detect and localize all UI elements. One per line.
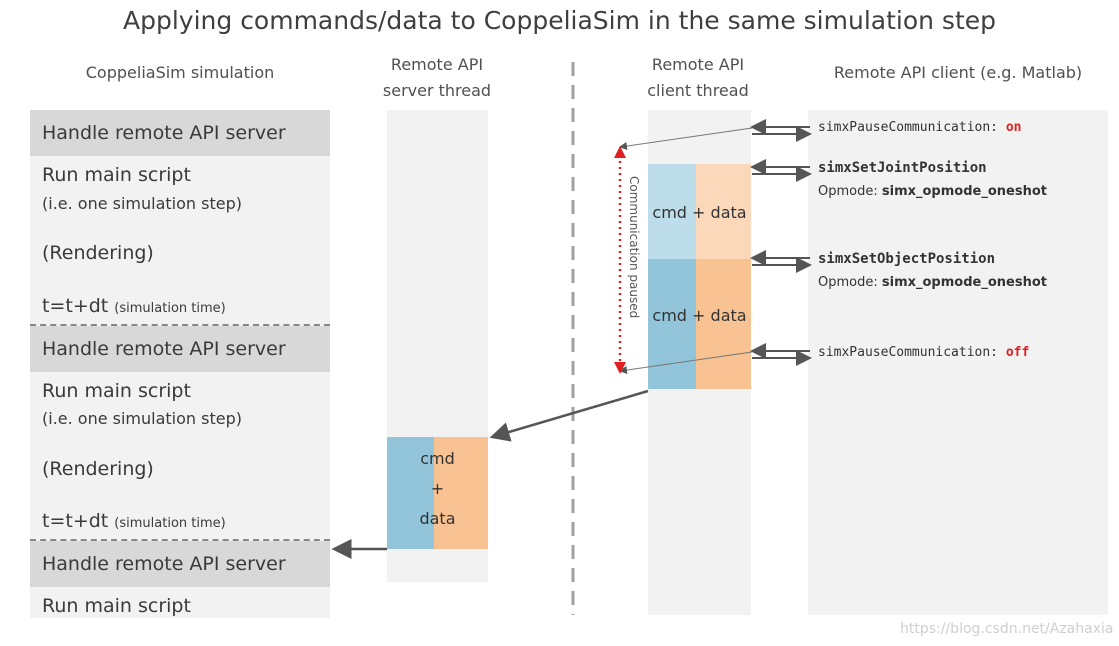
paused-arrow-up xyxy=(614,146,626,158)
client-cmd-block-1 xyxy=(648,164,696,259)
paused-arrow-down xyxy=(614,362,626,374)
column-header-remote: Remote API client (e.g. Matlab) xyxy=(833,63,1083,82)
handle-server-1: Handle remote API server xyxy=(30,110,330,156)
time-note: (simulation time) xyxy=(114,516,226,531)
client-block-label-1: cmd + data xyxy=(652,203,747,222)
watermark: https://blog.csdn.net/Azahaxia xyxy=(900,621,1114,637)
client-to-server-arrow xyxy=(489,389,649,442)
pause-off-thin-arrow xyxy=(619,351,753,374)
opmode-value: simx_opmode_oneshot xyxy=(881,275,1047,290)
column-header-sim: CoppeliaSim simulation xyxy=(85,63,275,82)
pause-on-cmd: simxPauseCommunication: xyxy=(818,120,999,135)
set-joint-position-call: simxSetJointPosition xyxy=(818,160,987,176)
opmode-object: Opmode: simx_opmode_oneshot xyxy=(818,275,1047,290)
step-divider-2 xyxy=(30,539,330,541)
column-header-server-line1: Remote API xyxy=(390,55,484,74)
opmode-value: simx_opmode_oneshot xyxy=(881,184,1047,199)
server-block-cmd: cmd xyxy=(420,449,455,468)
run-main-script-3: Run main script xyxy=(42,595,191,617)
client-block-label-2: cmd + data xyxy=(652,306,747,325)
rendering-1: (Rendering) xyxy=(42,242,154,264)
pause-on-value: on xyxy=(1005,120,1022,135)
client-cmd-block-2 xyxy=(648,259,696,389)
time-expression: t=t+dt xyxy=(42,295,109,317)
time-step-1: t=t+dt (simulation time) xyxy=(42,295,226,317)
step-divider-1 xyxy=(30,324,330,326)
one-step-note-1: (i.e. one simulation step) xyxy=(42,194,242,213)
pause-on-thin-arrow xyxy=(619,127,753,150)
client-data-block-2 xyxy=(696,259,751,389)
server-block-plus: + xyxy=(430,479,445,498)
column-header-client-line1: Remote API xyxy=(651,55,745,74)
remote-client-column xyxy=(808,110,1108,615)
diagram-title: Applying commands/data to CoppeliaSim in… xyxy=(123,6,996,35)
server-data-block xyxy=(434,437,488,549)
pause-off-value: off xyxy=(1005,345,1030,360)
opmode-joint: Opmode: simx_opmode_oneshot xyxy=(818,184,1047,199)
run-main-script-2: Run main script xyxy=(42,380,191,402)
pause-on-call: simxPauseCommunication: on xyxy=(818,120,1022,135)
pause-off-call: simxPauseCommunication: off xyxy=(818,345,1029,360)
time-note: (simulation time) xyxy=(114,301,226,316)
opmode-label: Opmode: xyxy=(818,275,878,290)
one-step-note-2: (i.e. one simulation step) xyxy=(42,409,242,428)
pause-off-cmd: simxPauseCommunication: xyxy=(818,345,999,360)
column-header-client-line2: client thread xyxy=(647,81,749,100)
handle-server-3: Handle remote API server xyxy=(30,541,330,587)
server-cmd-block xyxy=(387,437,434,549)
client-data-block-1 xyxy=(696,164,751,259)
handle-server-2: Handle remote API server xyxy=(30,326,330,372)
torn-edge-mask xyxy=(30,618,330,646)
opmode-label: Opmode: xyxy=(818,184,878,199)
server-block-data: data xyxy=(419,509,456,528)
run-main-script-1: Run main script xyxy=(42,164,191,186)
time-step-2: t=t+dt (simulation time) xyxy=(42,510,226,532)
time-expression: t=t+dt xyxy=(42,510,109,532)
set-object-position-call: simxSetObjectPosition xyxy=(818,251,996,267)
column-header-server-line2: server thread xyxy=(382,81,492,100)
rendering-2: (Rendering) xyxy=(42,458,154,480)
